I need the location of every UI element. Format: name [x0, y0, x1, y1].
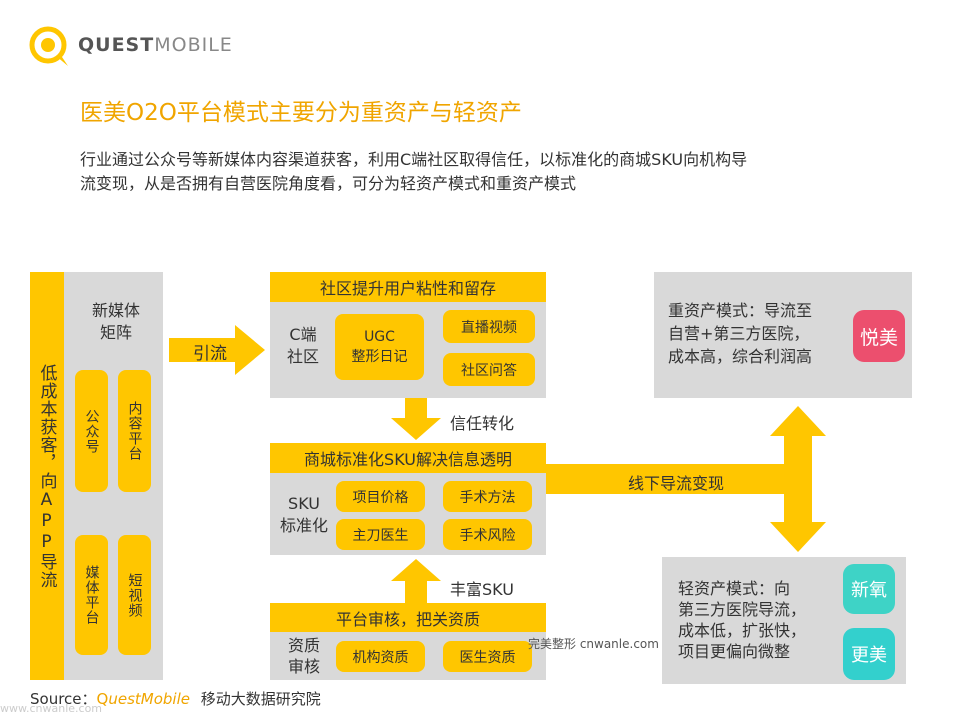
left-panel-strip: 低成本获客，向APP导流	[30, 272, 64, 680]
gengmei-app-icon-label: 更美	[851, 645, 887, 666]
community-header: 社区提升用户粘性和留存	[270, 272, 546, 302]
tile-surgery-method: 手术方法	[443, 481, 532, 512]
tile-surgery-risk: 手术风险	[443, 519, 532, 550]
audit-side-label: 资质 审核	[276, 634, 332, 678]
ugc-tile-line1: UGC	[364, 329, 395, 345]
traffic-arrow	[169, 325, 265, 375]
tile-short-video-label: 短视频	[126, 572, 143, 618]
brand-name-light: MOBILE	[154, 34, 233, 56]
tile-project-price: 项目价格	[336, 481, 425, 512]
source-prefix: Source：	[30, 690, 97, 708]
tile-content-platform: 内容平台	[118, 370, 151, 492]
tile-live-video: 直播视频	[443, 310, 535, 343]
page-title: 医美O2O平台模式主要分为重资产与轻资产	[80, 100, 522, 126]
light-model-text: 轻资产模式：向 第三方医院导流， 成本低，扩张快， 项目更偏向微整	[678, 578, 806, 662]
rich-sku-arrow	[391, 559, 441, 603]
source-brand-rest: uestMobile	[108, 690, 190, 708]
audit-side-label-line2: 审核	[287, 657, 320, 676]
tile-public-account: 公众号	[75, 370, 108, 492]
subtitle-line-2: 流变现，从是否拥有自营医院角度看，可分为轻资产模式和重资产模式	[80, 174, 577, 193]
community-side-label: C端 社区	[276, 322, 330, 370]
sku-side-label-line2: 标准化	[279, 516, 328, 535]
tile-short-video: 短视频	[118, 535, 151, 655]
offline-conversion-label: 线下导流变现	[628, 474, 725, 493]
rich-sku-arrow-label: 丰富SKU	[450, 580, 514, 599]
tile-doctor-qualification: 医生资质	[443, 641, 532, 672]
media-matrix-label: 新媒体 矩阵	[72, 298, 160, 346]
heavy-model-text: 重资产模式：导流至 自营+第三方医院， 成本高，综合利润高	[668, 299, 812, 368]
ugc-tile: UGC 整形日记	[335, 314, 424, 380]
sku-side-label-line1: SKU	[288, 494, 320, 513]
tile-media-platform-label: 媒体平台	[83, 565, 100, 625]
sku-side-label: SKU 标准化	[272, 491, 336, 539]
heavy-model-line1: 重资产模式：导流至	[668, 301, 813, 320]
source-line: Source：QuestMobile 移动大数据研究院	[30, 688, 321, 709]
audit-header: 平台审核，把关资质	[270, 603, 546, 632]
yuemei-app-icon: 悦美	[853, 310, 905, 362]
media-matrix-label-line2: 矩阵	[99, 323, 132, 342]
source-suffix: 移动大数据研究院	[200, 690, 321, 708]
source-brand-q: Q	[96, 690, 109, 708]
trust-arrow	[391, 398, 441, 440]
tile-community-qa: 社区问答	[443, 353, 535, 386]
sku-header: 商城标准化SKU解决信息透明	[270, 443, 546, 473]
watermark: 完美整形 cnwanle.com	[528, 637, 659, 651]
offline-conversion-arrow	[546, 406, 826, 552]
yuemei-app-icon-label: 悦美	[859, 326, 898, 349]
community-side-label-line2: 社区	[286, 347, 319, 366]
ugc-tile-line2: 整形日记	[351, 349, 408, 365]
left-panel-vertical-title: 低成本获客，向APP导流	[36, 363, 57, 589]
tile-content-platform-label: 内容平台	[126, 401, 143, 461]
brand-logo: QUESTMOBILE	[26, 24, 232, 68]
gengmei-app-icon: 更美	[843, 628, 895, 680]
media-matrix-label-line1: 新媒体	[91, 301, 140, 320]
audit-side-label-line1: 资质	[287, 636, 320, 655]
light-model-line2: 第三方医院导流，	[678, 600, 807, 619]
tile-institution-qualification: 机构资质	[336, 641, 425, 672]
soyoung-app-icon: 新氧	[843, 564, 895, 614]
heavy-model-line3: 成本高，综合利润高	[668, 347, 813, 366]
soyoung-app-icon-label: 新氧	[851, 580, 887, 601]
light-model-line1: 轻资产模式：向	[678, 579, 791, 598]
footer-watermark: www.cnwanle.com	[0, 702, 103, 715]
tile-public-account-label: 公众号	[83, 408, 100, 454]
tile-chief-surgeon: 主刀医生	[336, 519, 425, 550]
trust-arrow-label: 信任转化	[450, 414, 515, 433]
subtitle-line-1: 行业通过公众号等新媒体内容渠道获客，利用C端社区取得信任，以标准化的商城SKU向…	[80, 150, 748, 169]
questmobile-logo-icon	[29, 26, 68, 66]
tile-media-platform: 媒体平台	[75, 535, 108, 655]
traffic-arrow-label: 引流	[193, 344, 227, 364]
heavy-model-line2: 自营+第三方医院，	[668, 324, 810, 343]
light-model-line3: 成本低，扩张快，	[678, 621, 807, 640]
brand-name-bold: QUEST	[78, 34, 155, 56]
community-side-label-line1: C端	[289, 325, 317, 344]
light-model-line4: 项目更偏向微整	[678, 642, 791, 661]
